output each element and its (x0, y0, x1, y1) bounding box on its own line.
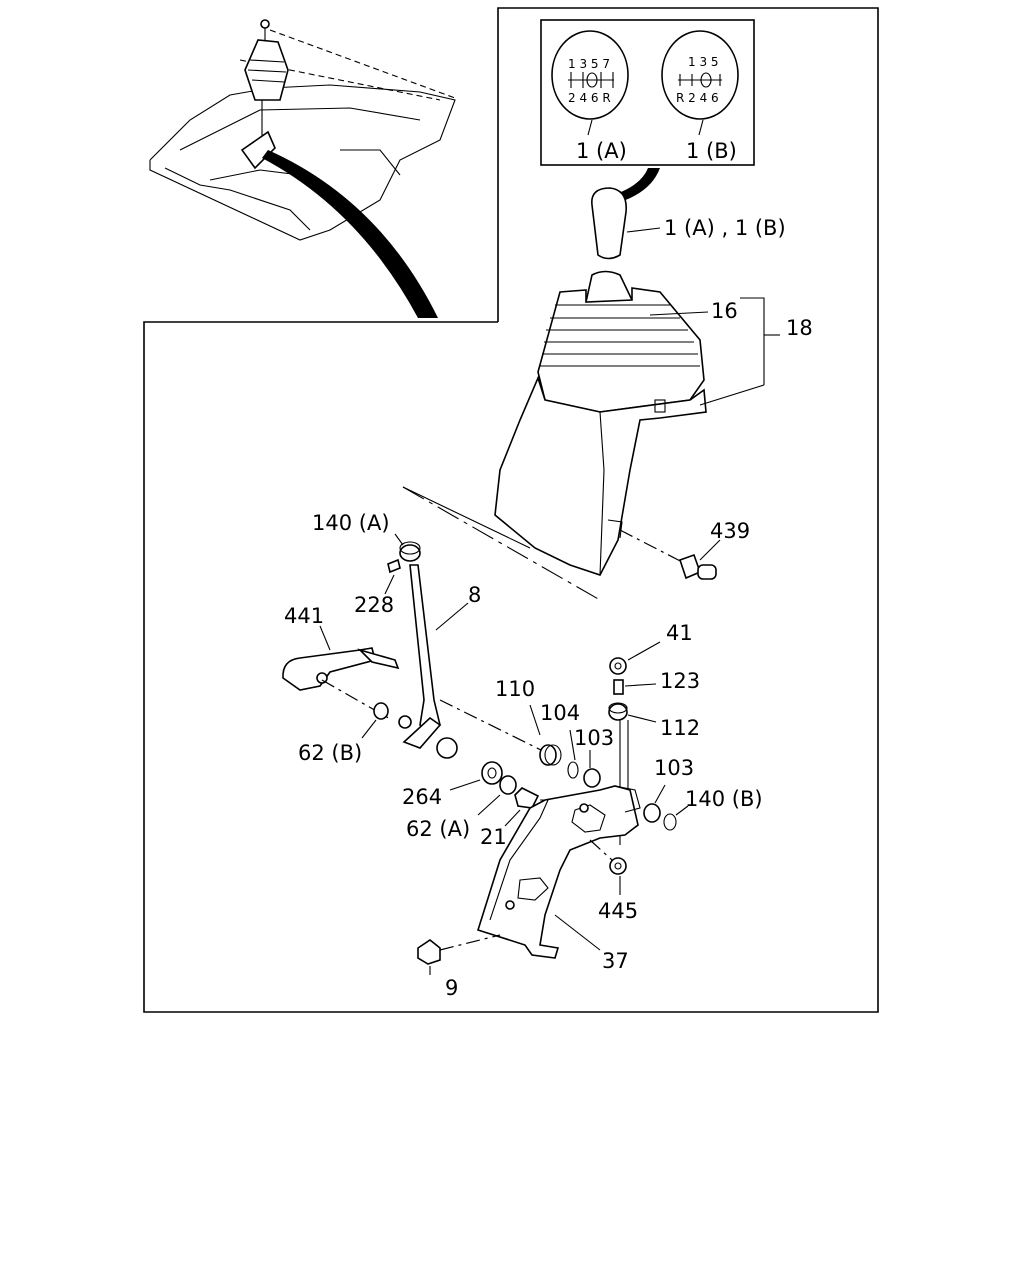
knob-a-bottom-gears: 2 4 6 R (568, 91, 611, 105)
bushing-62a (477, 775, 517, 816)
callout-41: 41 (666, 621, 693, 645)
callout-110: 110 (495, 677, 535, 701)
callout-1ab: 1 (A) , 1 (B) (664, 216, 786, 240)
callout-8: 8 (468, 583, 481, 607)
callout-140a: 140 (A) (312, 511, 390, 535)
callout-103-right: 103 (654, 756, 694, 780)
callout-9: 9 (445, 976, 458, 1000)
callout-37: 37 (602, 949, 629, 973)
clip-140b (663, 805, 689, 831)
callout-21: 21 (480, 825, 507, 849)
bolt-9 (417, 934, 501, 975)
callout-103-left: 103 (574, 726, 614, 750)
callout-62a: 62 (A) (406, 817, 470, 841)
knob-a-top-gears: 1 3 5 7 (568, 57, 610, 71)
bushing-62b (321, 679, 393, 739)
knob-b-bottom-gears: R 2 4 6 (676, 91, 719, 105)
knob-options-box: 1 3 5 7 2 4 6 R 1 (A) 1 3 5 R 2 4 6 1 (B… (540, 19, 755, 205)
bushing-140a (394, 533, 421, 562)
clip-104 (567, 729, 579, 779)
callout-140b: 140 (B) (685, 787, 763, 811)
knob-a-pattern: 1 3 5 7 2 4 6 R 1 (A) (551, 30, 629, 163)
pin-228 (384, 558, 401, 595)
callout-123: 123 (660, 669, 700, 693)
bracket-441 (282, 625, 400, 691)
collar-21 (504, 787, 540, 827)
cab-floor-inset (149, 19, 456, 318)
shift-knob (591, 187, 661, 260)
callout-439: 439 (710, 519, 750, 543)
callout-62b: 62 (B) (298, 741, 362, 765)
shift-lever-8 (398, 564, 469, 759)
bushing-103-right (643, 784, 666, 823)
callout-112: 112 (660, 716, 700, 740)
nut-445 (589, 839, 627, 895)
knob-a-label: 1 (A) (576, 139, 627, 163)
callout-18: 18 (786, 316, 813, 340)
nut-41 (609, 641, 661, 675)
assembly-guide-lines (402, 486, 601, 601)
bolt-439 (619, 529, 721, 580)
knob-b-label: 1 (B) (686, 139, 737, 163)
shift-boot-assembly (494, 270, 780, 576)
main-frame (143, 7, 879, 1013)
knob-b-pattern: 1 3 5 R 2 4 6 1 (B) (661, 30, 739, 163)
bushing-103-left (583, 750, 601, 788)
callout-445: 445 (598, 899, 638, 923)
pin-123 (613, 679, 657, 695)
knob-b-top-gears: 1 3 5 (688, 55, 719, 69)
callout-labels: 1 (A) , 1 (B) 16 18 439 140 (A) 228 8 44… (284, 216, 813, 1000)
spring-110 (439, 699, 562, 766)
callout-441: 441 (284, 604, 324, 628)
bracket-37 (476, 785, 641, 959)
callout-104: 104 (540, 701, 580, 725)
callout-264: 264 (402, 785, 442, 809)
callout-228: 228 (354, 593, 394, 617)
washer-264 (449, 761, 503, 791)
callout-16: 16 (711, 299, 738, 323)
